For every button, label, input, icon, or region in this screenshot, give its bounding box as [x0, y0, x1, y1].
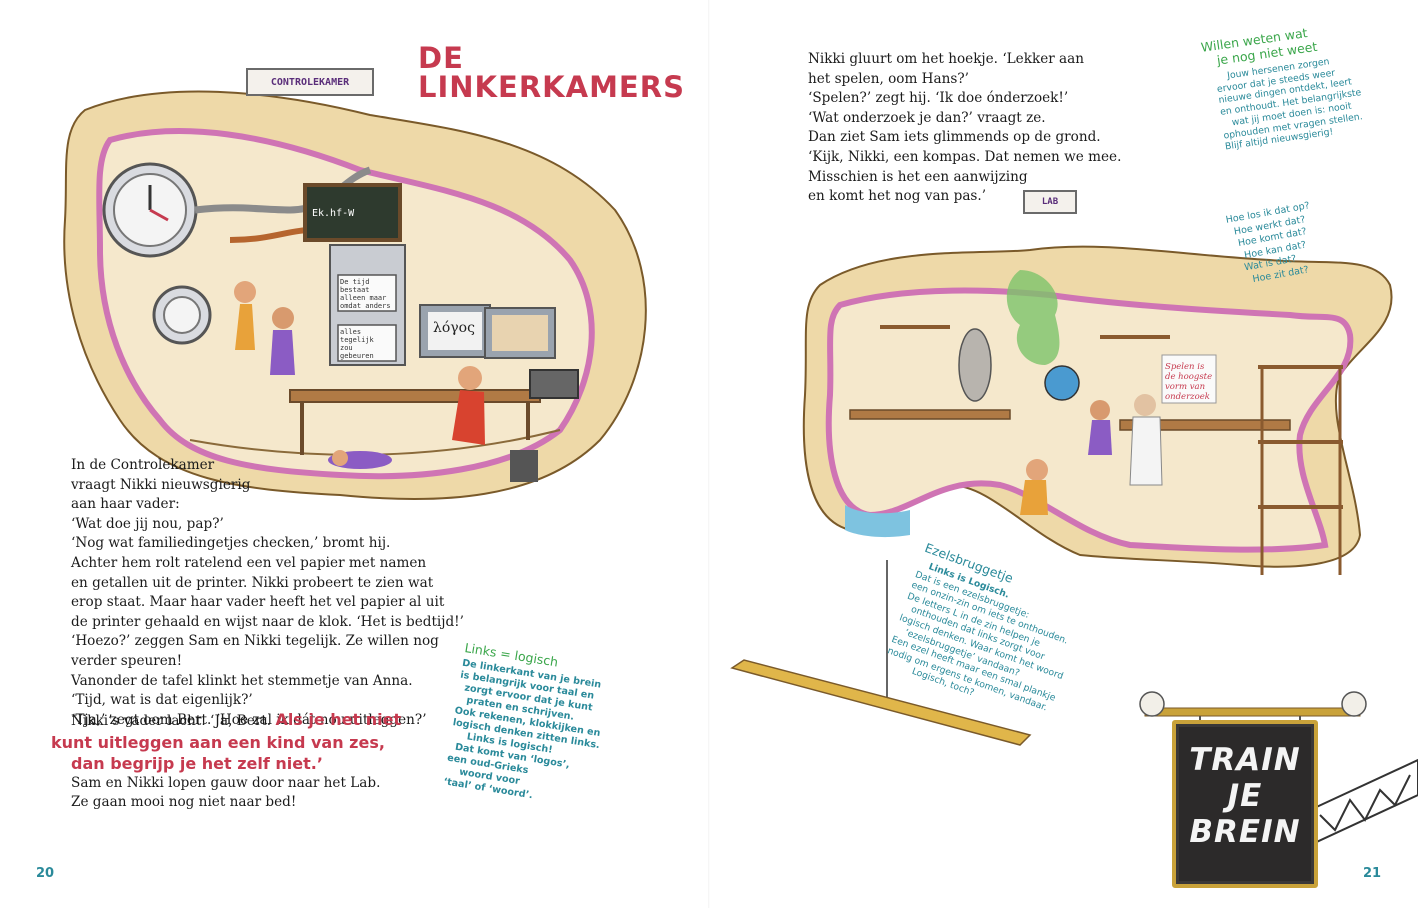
page-number-left: 20: [36, 866, 55, 881]
lab-sign: LAB: [1023, 190, 1077, 214]
left-story-pullquote: Nikki’s vader lacht. ‘Ja, Bert. Als je h…: [51, 710, 402, 811]
lab-poster-text: Spelen is de hoogste vorm van onderzoek: [1165, 362, 1213, 402]
blackboard-formula: Ek.hf-W: [312, 208, 355, 219]
speech-bubble-everything: alles tegelijk zou gebeuren: [340, 328, 374, 360]
left-story-text: In de Controlekamer vraagt Nikki nieuwsg…: [71, 457, 464, 728]
questions-list: Hoe los ik dat op? Hoe werkt dat? Hoe ko…: [1225, 200, 1311, 285]
speech-bubble-time: De tijd bestaat alleen maar omdat anders: [340, 278, 391, 310]
lab-illustration: [802, 245, 1393, 575]
note-willen-weten: Willen weten wat je nog niet weet Jouw h…: [1200, 25, 1364, 153]
page-gutter: [708, 0, 710, 908]
monitor-logos-text: λόγος: [433, 320, 475, 336]
train-je-brein-board: [1172, 720, 1318, 888]
hanging-plank-illustration: [730, 560, 1032, 746]
train-je-brein-text: TRAIN JE BREIN: [1189, 742, 1301, 850]
page-title: DE LINKERKAMERS: [418, 41, 685, 104]
train-sign-frame: [1139, 691, 1418, 847]
right-story-text: Nikki gluurt om het hoekje. ‘Lekker aan …: [808, 51, 1122, 205]
controlekamer-sign: CONTROLEKAMER: [246, 68, 374, 96]
page-number-right: 21: [1363, 866, 1382, 881]
note-links-logisch: Links = logisch De linkerkant van je bre…: [442, 640, 602, 802]
controlroom-illustration: [63, 90, 647, 501]
